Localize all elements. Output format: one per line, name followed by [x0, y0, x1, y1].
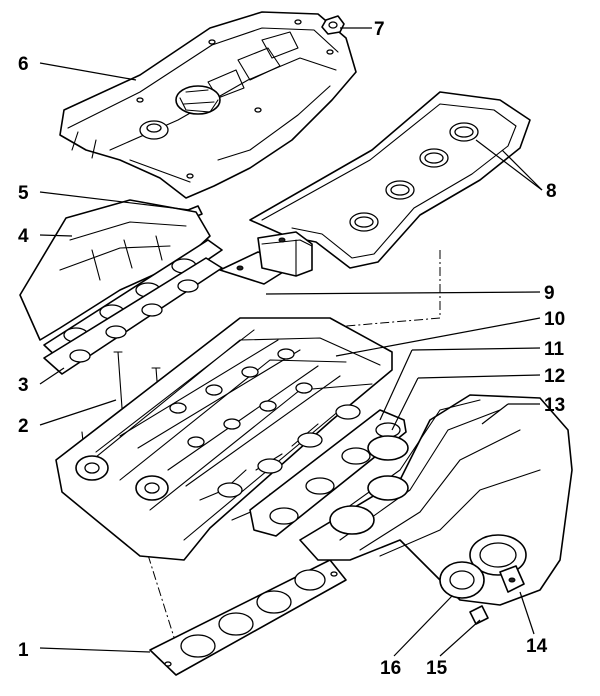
manifold-sensor: [499, 565, 525, 593]
callout-5: 5: [18, 183, 29, 204]
intake-manifold: [299, 394, 573, 606]
intake-manifold-gasket: [249, 409, 407, 537]
throttle-body: [439, 561, 485, 599]
callout-9: 9: [544, 283, 555, 304]
valve-cover-gasket: [249, 91, 531, 269]
callout-14: 14: [526, 636, 548, 657]
cylinder-head-gasket: [149, 559, 347, 676]
callout-15: 15: [426, 658, 448, 679]
callout-6: 6: [18, 54, 29, 75]
cylinder-head: [55, 317, 393, 561]
manifold-fitting: [469, 605, 489, 625]
callout-8: 8: [546, 181, 557, 202]
callout-12: 12: [544, 366, 565, 387]
callout-1: 1: [18, 640, 29, 661]
center-bracket: [219, 231, 313, 285]
valve-cover: [59, 11, 357, 199]
callout-3: 3: [18, 375, 29, 396]
callout-11: 11: [544, 339, 565, 360]
assembly-center-lines: [147, 250, 441, 651]
callout-labels: 1 2 3 4 5 6 7 8 9 10 11 12 13 14 15 16: [18, 19, 565, 679]
callout-leader-lines: [39, 27, 543, 657]
cover-nut: [321, 15, 345, 35]
callout-7: 7: [374, 19, 385, 40]
exhaust-manifold-gasket: [43, 257, 223, 375]
callout-2: 2: [18, 416, 29, 437]
callout-13: 13: [544, 395, 565, 416]
callout-16: 16: [380, 658, 401, 679]
callout-10: 10: [544, 309, 565, 330]
callout-4: 4: [18, 226, 29, 247]
